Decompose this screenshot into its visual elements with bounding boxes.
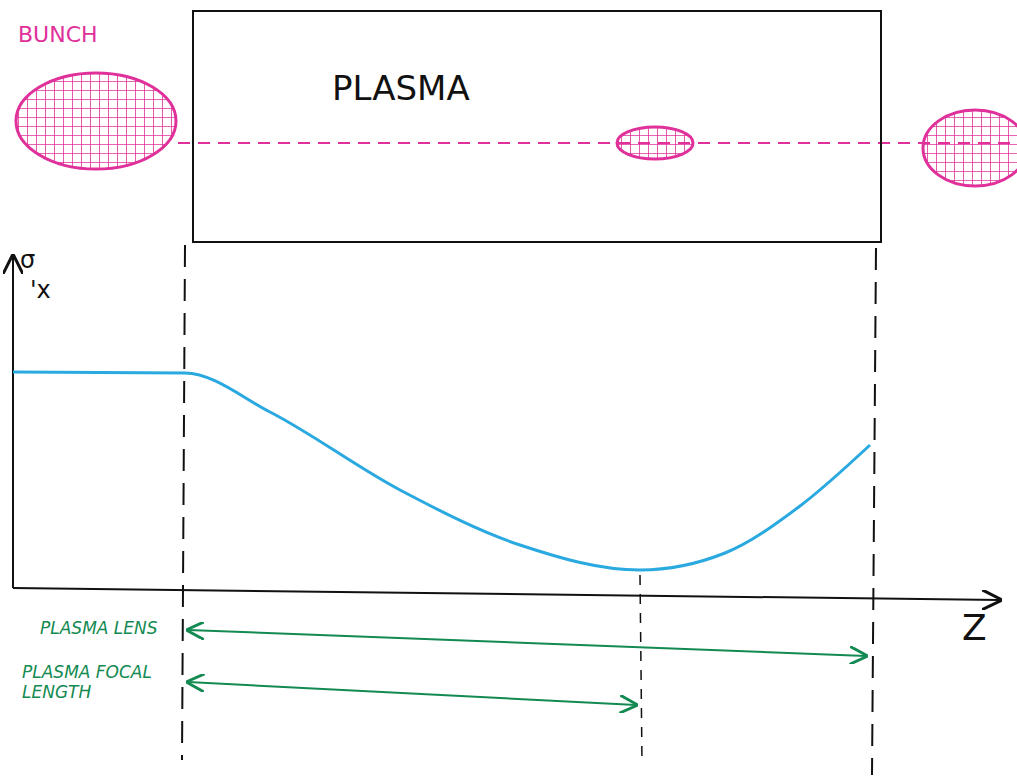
bunch-shape (923, 110, 1017, 186)
bunch-label: BUNCH (18, 22, 98, 48)
guide-line (182, 245, 185, 760)
y-axis (12, 256, 14, 588)
axis-label: Z (962, 606, 987, 649)
axis-symbol: σ (20, 246, 35, 275)
z-axis (13, 588, 1000, 600)
plasma-cell: PLASMA (192, 10, 882, 243)
beam-axis (178, 142, 1017, 144)
dimension-arrow (188, 682, 636, 705)
divergence-curve (13, 372, 870, 570)
dimension-label: PLASMA FOCAL LENGTH (22, 662, 172, 703)
node-title: PLASMA (332, 68, 470, 108)
guide-line (872, 248, 876, 775)
dimension-label: PLASMA LENS (40, 618, 172, 638)
dimension-arrow (188, 630, 866, 656)
bunch-shape (617, 127, 693, 159)
bunch-shape (16, 73, 176, 169)
axis-subscript: 'x (30, 276, 51, 305)
guide-line (640, 575, 642, 762)
